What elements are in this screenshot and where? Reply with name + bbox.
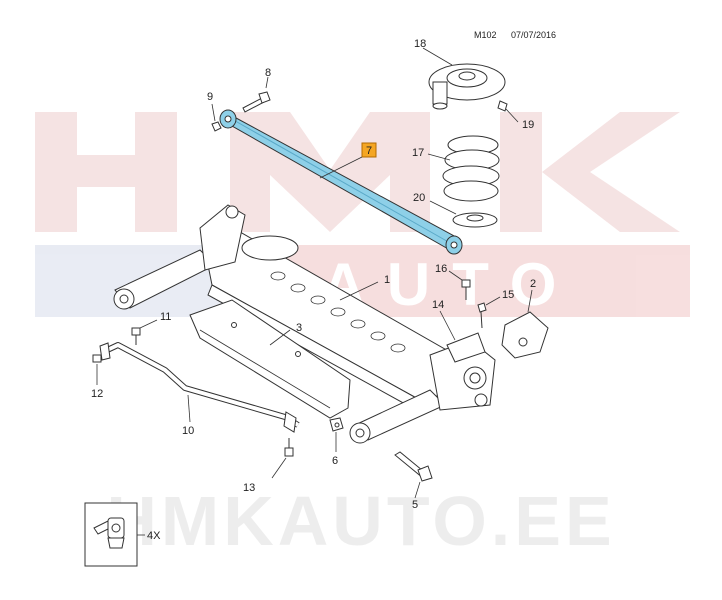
diagram-code: M102	[474, 30, 497, 40]
part-12-nut[interactable]	[92, 354, 102, 363]
callout-2: 2	[530, 278, 536, 290]
part-8-bolt[interactable]	[242, 91, 271, 113]
part-5-bolt[interactable]	[394, 451, 433, 482]
callout-11: 11	[160, 311, 171, 323]
part-19-bolt[interactable]	[497, 100, 508, 112]
callout-13: 13	[243, 482, 255, 494]
highlight-badge[interactable]: 7	[361, 142, 377, 158]
callout-18: 18	[414, 38, 426, 50]
callout-20: 20	[413, 192, 425, 204]
part-7-tie-rod[interactable]	[219, 109, 463, 255]
callout-14: 14	[432, 299, 444, 311]
callout-8: 8	[265, 67, 271, 79]
part-17-coil-spring[interactable]	[442, 135, 500, 202]
part-14-bracket[interactable]	[446, 332, 486, 363]
callout-6: 6	[332, 455, 338, 467]
callout-19: 19	[522, 119, 534, 131]
watermark: AUTO HMKAUTO.EE	[35, 112, 690, 560]
inset-bushing[interactable]	[84, 502, 138, 567]
callout-16: 16	[435, 263, 447, 275]
diagram-date: 07/07/2016	[511, 30, 556, 40]
part-9-nut[interactable]	[211, 121, 222, 132]
callout-17: 17	[412, 147, 424, 159]
callout-9: 9	[207, 91, 213, 103]
callout-1: 1	[384, 274, 390, 286]
part-6-nut[interactable]	[329, 417, 344, 432]
callout-3: 3	[296, 322, 302, 334]
highlight-label: 7	[366, 145, 372, 157]
part-10-stabilizer-bar[interactable]	[99, 342, 300, 433]
callout-12: 12	[91, 388, 103, 400]
part-16-bolt[interactable]	[461, 279, 471, 300]
part-13-bolt[interactable]	[284, 438, 294, 457]
part-11-bolt[interactable]	[131, 327, 141, 345]
part-2-bracket[interactable]	[501, 311, 549, 359]
part-20-spring-pad[interactable]	[452, 212, 498, 228]
watermark-url: HMKAUTO.EE	[106, 482, 615, 560]
callout-5: 5	[412, 499, 418, 511]
callout-labels: 1 2 3 5 6 8 9 10 11 12 13 14 15 16 17 18…	[91, 38, 536, 542]
part-15-bolt[interactable]	[477, 302, 487, 329]
callout-10: 10	[182, 425, 194, 437]
callout-15: 15	[502, 289, 514, 301]
part-3-shield[interactable]	[189, 299, 351, 419]
part-18-top-mount[interactable]	[428, 63, 506, 110]
inset-quantity: 4X	[147, 530, 161, 542]
